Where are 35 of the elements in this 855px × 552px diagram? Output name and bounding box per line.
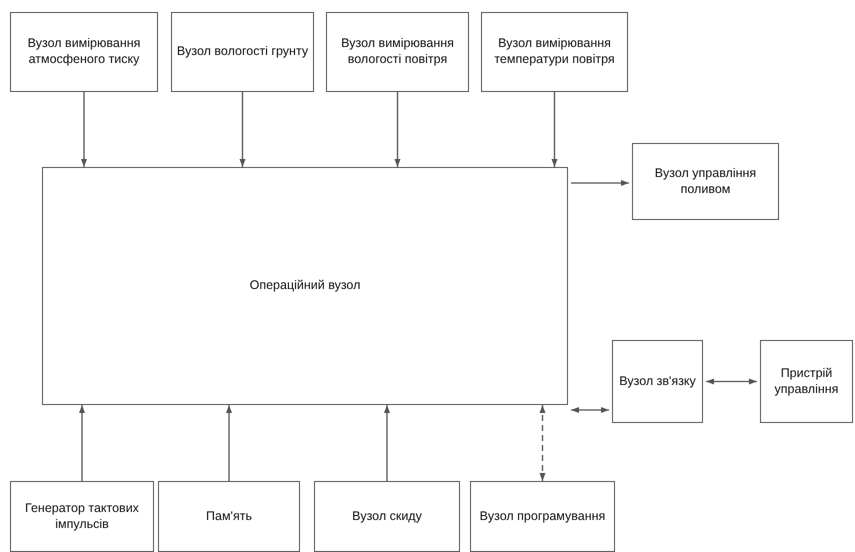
block-label: Вузол вимірювання температури повітря bbox=[493, 36, 616, 68]
arrow bbox=[226, 405, 232, 481]
block-label: Вузол вимірювання вологості повітря bbox=[340, 36, 455, 68]
block-box bbox=[158, 481, 300, 552]
arrow bbox=[79, 405, 85, 481]
block-box bbox=[171, 12, 314, 92]
block-label: Вузол програмування bbox=[478, 508, 606, 524]
arrow bbox=[706, 378, 757, 384]
block-box bbox=[632, 143, 779, 220]
block-box bbox=[10, 12, 158, 92]
block-label: Пристрій управління bbox=[774, 366, 840, 398]
block-label: Вузол зв'язку bbox=[618, 374, 697, 390]
arrow bbox=[552, 92, 558, 167]
arrow bbox=[394, 92, 400, 167]
arrow bbox=[384, 405, 390, 481]
block-label: Вузол управління поливом bbox=[654, 166, 758, 198]
block-box bbox=[470, 481, 615, 552]
arrow bbox=[81, 92, 87, 167]
block-box bbox=[326, 12, 469, 92]
block-label: Вузол скиду bbox=[351, 508, 423, 524]
block-box bbox=[612, 340, 703, 423]
block-box bbox=[314, 481, 460, 552]
arrow bbox=[571, 180, 629, 186]
arrow bbox=[571, 407, 609, 413]
block-box bbox=[10, 481, 154, 552]
arrow bbox=[240, 92, 246, 167]
block-label: Вузол вологості грунту bbox=[176, 44, 310, 60]
block-label: Вузол вимірювання атмосфеного тиску bbox=[26, 36, 142, 68]
block-label: Операційний вузол bbox=[248, 278, 362, 294]
block-label: Пам'ять bbox=[205, 508, 253, 524]
block-box bbox=[42, 167, 568, 405]
block-box bbox=[481, 12, 628, 92]
block-label: Генератор тактових імпульсів bbox=[24, 500, 140, 532]
arrow bbox=[540, 405, 546, 481]
block-box bbox=[760, 340, 853, 423]
